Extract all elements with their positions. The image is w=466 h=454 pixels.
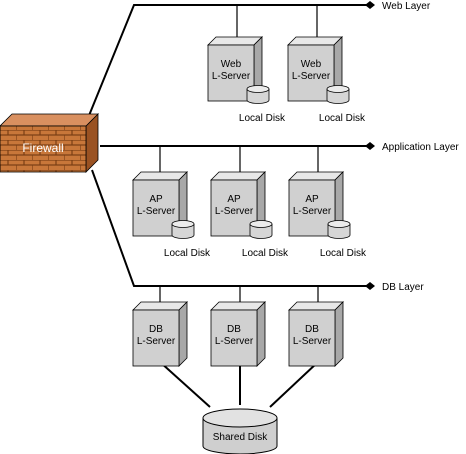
server-top <box>132 171 188 181</box>
server-body <box>288 309 336 367</box>
server-side <box>178 301 188 367</box>
local-disk: Local Disk <box>239 85 286 124</box>
server-role: L-Server <box>212 71 251 82</box>
server-body <box>210 179 258 237</box>
firewall: Firewall <box>0 113 99 173</box>
server-body <box>287 44 335 102</box>
server-role: L-Server <box>293 336 332 347</box>
server-top <box>287 36 343 46</box>
server-name: Web <box>301 59 322 70</box>
local-disk-label: Local Disk <box>242 248 289 259</box>
firewall-label: Firewall <box>22 141 63 155</box>
local-disk: Local Disk <box>242 220 289 259</box>
shared-disk: Shared Disk <box>202 408 278 454</box>
server-body <box>132 309 180 367</box>
server-side <box>256 301 266 367</box>
server: DBL-Server <box>132 301 188 367</box>
local-disk-label: Local Disk <box>319 113 366 124</box>
server-role: L-Server <box>215 336 254 347</box>
local-disk-label: Local Disk <box>164 248 211 259</box>
uplink-lines <box>87 4 370 287</box>
server-role: L-Server <box>137 336 176 347</box>
application-layer-label: Application Layer <box>382 142 459 153</box>
local-disk-top <box>246 85 270 93</box>
server-name: AP <box>227 194 241 205</box>
server-body <box>288 179 336 237</box>
local-disk-body <box>327 224 351 239</box>
server-name: Web <box>221 59 242 70</box>
server-role: L-Server <box>293 206 332 217</box>
web-layer-label: Web Layer <box>382 1 431 12</box>
local-disk-label: Local Disk <box>320 248 367 259</box>
server-top <box>207 36 263 46</box>
server-role: L-Server <box>292 71 331 82</box>
local-disk-body <box>246 89 270 104</box>
server-top <box>132 301 188 311</box>
server-top <box>210 171 266 181</box>
local-disk-body <box>249 224 273 239</box>
server-name: AP <box>149 194 163 205</box>
shared-disk-label: Shared Disk <box>213 432 268 443</box>
server-body <box>210 309 258 367</box>
server-top <box>288 171 344 181</box>
server-role: L-Server <box>137 206 176 217</box>
server-role: L-Server <box>215 206 254 217</box>
local-disk-top <box>171 220 195 228</box>
server-top <box>288 301 344 311</box>
local-disk: Local Disk <box>164 220 211 259</box>
local-disk: Local Disk <box>320 220 367 259</box>
shared-disk-links <box>159 361 319 408</box>
local-disk-label: Local Disk <box>239 113 286 124</box>
server: DBL-Server <box>210 301 266 367</box>
server-name: DB <box>227 324 241 335</box>
server-name: DB <box>149 324 163 335</box>
server-body <box>132 179 180 237</box>
server-drops <box>159 5 319 303</box>
server-body <box>207 44 255 102</box>
server-side <box>334 301 344 367</box>
local-disk-top <box>249 220 273 228</box>
local-disk: Local Disk <box>319 85 366 124</box>
local-disk-body <box>171 224 195 239</box>
db-layer-label: DB Layer <box>382 282 424 293</box>
server-top <box>210 301 266 311</box>
server-name: DB <box>305 324 319 335</box>
local-disk-top <box>327 220 351 228</box>
layer-markers <box>365 1 375 290</box>
server-name: AP <box>305 194 319 205</box>
server: DBL-Server <box>288 301 344 367</box>
local-disk-body <box>326 89 350 104</box>
local-disk-top <box>326 85 350 93</box>
